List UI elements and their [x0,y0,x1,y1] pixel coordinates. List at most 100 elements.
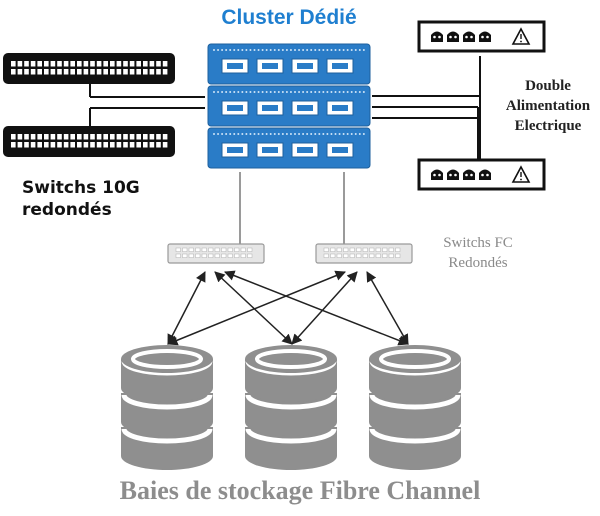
server-vent-dot [289,133,292,135]
fc-switch-body [315,243,413,264]
server-vent-dot [281,49,284,51]
fc-switch-port [375,247,381,252]
switch-port [11,61,16,67]
switch-port [149,61,155,67]
switch-port [70,142,75,148]
fc-switch-port [227,247,233,252]
server-vent-dot [310,91,313,93]
switch-port [110,61,115,67]
fc-switch-port [356,247,362,252]
outlet-pin [465,35,468,39]
cluster-title: Cluster Dédié [221,6,357,29]
server-vent-dot [354,91,357,93]
switch-port [70,69,75,75]
server-vent-dot [330,91,333,93]
server-vent-dot [350,91,353,93]
db-top-ring [131,349,203,369]
switch-body [3,53,175,84]
server-vent-dot [294,91,296,93]
server-vent-dot [310,49,313,51]
switch-body [3,126,175,157]
fc-switch-port [336,253,342,258]
server-vent-dot [241,133,244,135]
switch-port [149,69,155,75]
fc-switch-port [208,253,214,258]
fc-switch-port [227,253,233,258]
switch-port [17,69,23,75]
outlet-pin [486,35,489,39]
server-vent-dot [265,91,268,93]
server-vent-dot [314,133,317,135]
server-vent-dot [362,91,365,93]
switch-port [63,134,69,140]
fc-switch-port [195,247,201,252]
server-vent-dot [269,49,272,51]
fc-switch-port [388,253,394,258]
server-vent-dot [298,91,301,93]
outlet-pin [433,35,436,39]
switch-port [30,69,36,75]
server-vent-dot [253,91,256,93]
fc-switch-port [182,247,188,252]
switches-fc-label-line1: Switchs FC [443,235,513,251]
fc-switch-port [234,247,240,252]
server-vent-dot [253,133,256,135]
fc-switch-port [195,253,201,258]
switch-port [162,69,168,75]
server-vent-dot [277,49,280,51]
fc-switch-port [182,253,188,258]
switches-10g-label: Switchs 10G redondés [22,177,212,221]
fc-switch-port [362,253,368,258]
db-band-gap [121,394,213,410]
server-vent-dot [358,91,361,93]
fc-switch-port [336,247,342,252]
server-vent-dot [322,91,325,93]
switch-port [96,61,102,67]
storage-caption: Baies de stockage Fibre Channel [119,476,481,505]
switch-port [77,61,82,67]
warning-dot [520,178,522,181]
switch-port [50,69,56,75]
fc-switch-port [201,253,207,258]
rack-server-icon [207,85,371,127]
fc-switch-port [395,253,401,258]
switch-port [50,134,56,140]
server-vent-dot [273,133,276,135]
server-drive-slot [227,105,243,111]
switch-port [143,69,148,75]
switch-port [162,142,168,148]
rack-server-icon [207,127,371,169]
power-label-line2: Alimentation [505,98,591,114]
fc-switch-port [247,247,253,252]
fc-switch-port [188,247,194,252]
server-vent-dot [273,91,276,93]
switch-port [44,134,49,140]
switches-fc-label: Switchs FC Redondés [418,233,538,273]
switch-port [116,134,122,140]
pdu-outlet [431,169,443,180]
server-vent-dot [302,91,305,93]
server-vent-dot [322,133,325,135]
switch-port [103,142,108,148]
switch-port [136,61,141,67]
fc-switch-port [375,253,381,258]
server-vent-dot [306,49,309,51]
switch-port [116,69,122,75]
server-vent-dot [298,49,301,51]
server-vent-dot [358,49,361,51]
switch-port [63,61,69,67]
fc-switch-port [369,253,375,258]
fc-switch-port [343,247,349,252]
server-vent-dot [229,133,232,135]
server-vent-dot [249,133,252,135]
outlet-pin [433,173,436,177]
switch-port [136,142,141,148]
server-vent-dot [281,91,284,93]
db-top-ring [255,349,327,369]
server-vent-dot [245,133,248,135]
fc-switch-port [330,247,336,252]
fc-switch-port [175,253,181,258]
server-drive-slot [332,147,348,153]
server-vent-dot [298,133,301,135]
switch-port [37,134,42,140]
